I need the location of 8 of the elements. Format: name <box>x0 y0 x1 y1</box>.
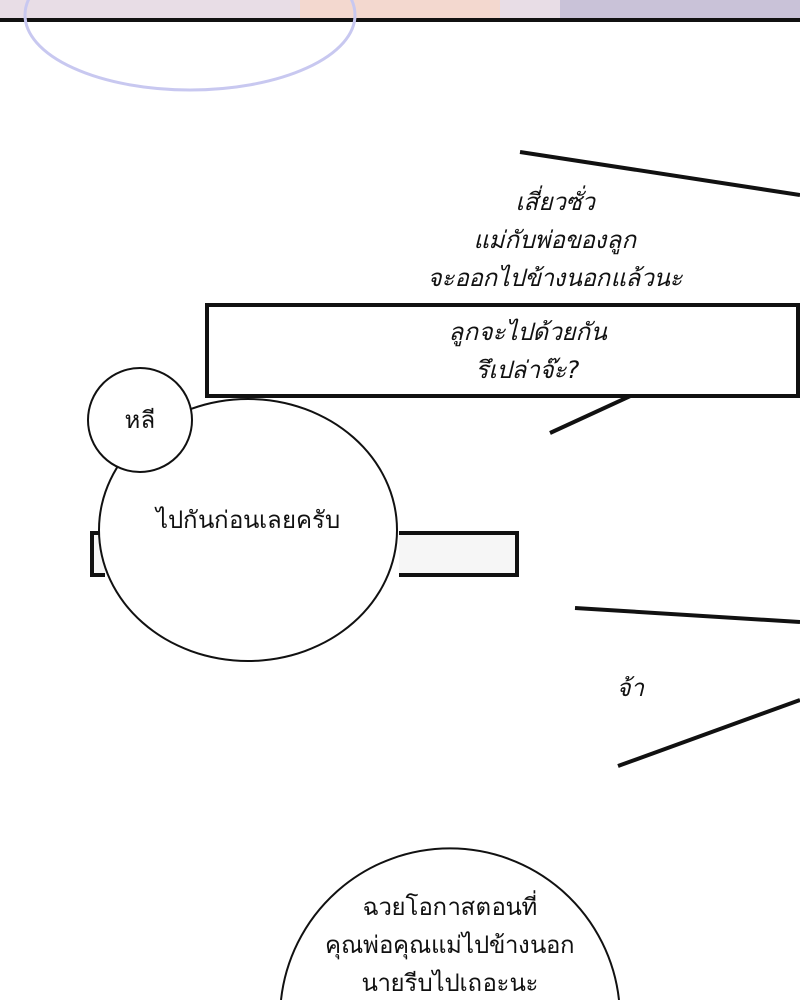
empty-box <box>399 531 519 577</box>
dialogue-text: จ้า <box>616 672 644 704</box>
dialogue-text: ฉวยโอกาสตอนที่ คุณพ่อคุณแม่ไปข้างนอก นายรีบไปเถอะนะ <box>325 888 575 1000</box>
caption-box <box>205 303 800 398</box>
dialogue-text: หลี <box>124 405 156 436</box>
dialogue-text: เสี่ยวซั่ว แม่กับพ่อของลูก จะออกไปข้างนอกแล้วนะ <box>428 183 682 297</box>
dialogue-text: ลูกจะไปด้วยกัน รึเปล่าจ๊ะ? <box>448 316 606 386</box>
dialogue-text: ไปกันก่อนเลยครับ <box>156 505 340 536</box>
